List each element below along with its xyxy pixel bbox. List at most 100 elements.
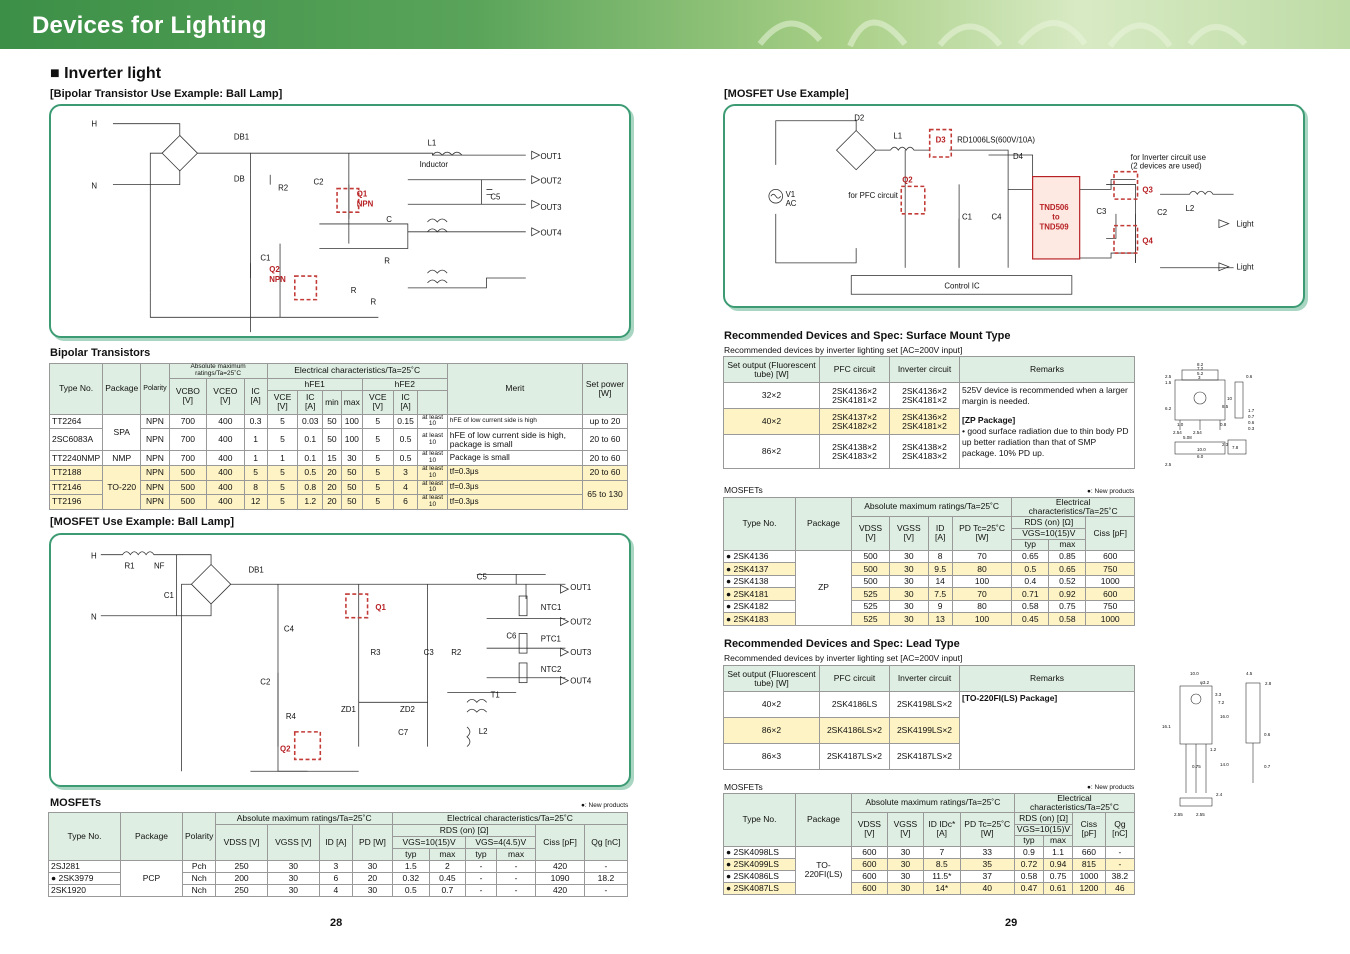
th-package: Package [795,793,852,847]
th-vce2: VCE [V] [361,389,394,415]
zp-dim-5: 1.5 [1165,380,1172,385]
mosfet-smt-cell: 0.65 [1011,549,1050,564]
bipolar-cell: at least 10 [417,428,448,452]
zp-dim-22: 2.5 [1165,462,1172,467]
label-out2: OUT2 [541,177,562,186]
to-dim-8: 0.6 [1264,732,1271,737]
th-ic: IC [A] [243,377,268,415]
bipolar-cell: 500 [168,479,208,496]
th-vceo: VCEO [V] [206,377,245,415]
th-typ2: typ [465,848,497,861]
mosfet-smt-cell: ● 2SK4138 [723,574,796,589]
mosfet-smt-cell: 0.71 [1011,587,1050,601]
mosfet-ball-circuit-svg: H R1 NF N C1 DB1 C5 OUT1 Q1 NTC1 C4 OUT2… [91,551,592,772]
lead-r1-inv: 2SK4199LS×2 [889,717,960,744]
mosfet-lead-cell: 0.9 [1013,845,1045,859]
mosfet-left-cell: 30 [266,872,320,885]
label-l2: L2 [1186,204,1195,213]
th-rds: RDS (on) [Ω] [1011,515,1087,529]
bipolar-cell: NPN [140,464,170,481]
lead-table: Set output (Fluorescent tube) [W] PFC ci… [723,665,1135,770]
label-t1: T1 [491,690,500,699]
th-max: max [1048,538,1087,551]
bipolar-cell: 5 [243,464,268,481]
th-polarity: Polarity [140,363,170,415]
mosfet-lead-cell: 1200 [1072,881,1106,895]
bipolar-cell: 5 [361,428,394,452]
mosfet-smt-cell: 100 [951,612,1013,626]
mosfet-left-cell: 30 [351,860,394,873]
bipolar-cell: 5 [361,413,394,430]
page-number-left: 28 [330,917,343,929]
th-vgss: VGSS [V] [889,515,929,551]
zp-dim-9: 6.2 [1165,406,1172,411]
to-dim-15: 2.55 [1196,812,1205,817]
mosfet-lead-cell: 815 [1072,857,1106,871]
bipolar-cell: TO-220 [102,464,142,510]
mosfet-left-cell: 4 [318,884,353,897]
bipolar-cell: 4 [392,479,419,496]
th-blank [417,389,448,415]
mosfet-smt-cell: 0.5 [1011,562,1050,576]
mosfet-lead-cell: - [1104,857,1136,871]
mosfet-lead-cell: 0.61 [1042,881,1074,895]
mosfet-smt-cell: 80 [951,599,1013,614]
th-package: Package [120,812,183,861]
to-dim-9: 1.2 [1210,747,1217,752]
q1-highlight [345,593,369,619]
lead-title: Recommended Devices and Spec: Lead Type [724,638,960,650]
bipolar-cell: 400 [206,450,245,466]
q2-highlight [294,275,318,301]
q2-highlight [293,731,322,761]
q4-highlight [1113,224,1139,254]
th-max1: max [428,848,467,861]
mosfet-ball-circuit-diagram: H R1 NF N C1 DB1 C5 OUT1 Q1 NTC1 C4 OUT2… [49,533,631,787]
bipolar-table: Type No. Package Polarity Absolute maxim… [48,363,628,510]
bipolar-cell: 3 [392,464,419,481]
mosfet-lead-table: Type No. Package Absolute maximum rating… [723,793,1136,895]
zp-package-drawing: 8.2 7.2 5.2 3 2.5 1.5 0.6 10 8.5 6.2 1.7… [1165,362,1255,467]
mosfet-left-cell: - [465,872,497,885]
mosfet-left-cell: - [465,884,497,897]
th-rds: RDS (on) [Ω] [1013,811,1074,825]
mosfet-lead-cell: 11.5* [923,869,961,883]
bipolar-cell: 400 [206,464,245,481]
mosfet-left-cell: 30 [266,860,320,873]
banner-decoration [757,19,1248,48]
zp-dim-11: 0.7 [1248,414,1255,419]
bipolar-cell: 700 [168,413,208,430]
bipolar-cell: 50 [322,413,342,430]
zp-dim-16: 2.54 [1173,430,1182,435]
bipolar-cell: 20 to 60 [582,450,628,466]
mosfet-left-cell: 0.7 [428,884,467,897]
mosfet-lead-cell: - [1104,845,1136,859]
th-pd: PD Tc=25˚C [W] [951,515,1013,551]
th-pd: PD [W] [351,824,394,861]
mosfet-smt-cell: 0.52 [1048,574,1087,589]
mosfet-lead-cell: 46 [1104,881,1136,895]
mosfet-smt-cell: 1000 [1085,574,1135,589]
bipolar-cell: 15 [322,450,342,466]
mosfet-smt-cell: 70 [951,549,1013,564]
mosfet-left-cell: 30 [266,884,320,897]
zp-dim-20: 6.0 [1197,454,1204,459]
th-qg: Qg [nC] [583,824,629,861]
bipolar-cell: at least 10 [417,413,448,430]
label-c: C [386,215,392,224]
th-typ1: typ [392,848,430,861]
label-r-3: R [370,298,376,307]
lead-r0-out: 40×2 [723,691,820,718]
mosfet-smt-cell: 500 [850,549,891,564]
bipolar-cell: 20 [322,494,342,510]
th-type: Type No. [723,497,796,551]
mosfet-smt-cell: ● 2SK4136 [723,549,796,564]
bipolar-cell: tf=0.3μs [446,464,584,481]
th-vdss: VDSS [V] [215,824,268,861]
bipolar-cell: 5 [361,450,394,466]
label-d4: D4 [1013,152,1024,161]
th-vgss: VGSS [V] [886,811,925,847]
zp-dim-0: 8.2 [1197,362,1204,367]
